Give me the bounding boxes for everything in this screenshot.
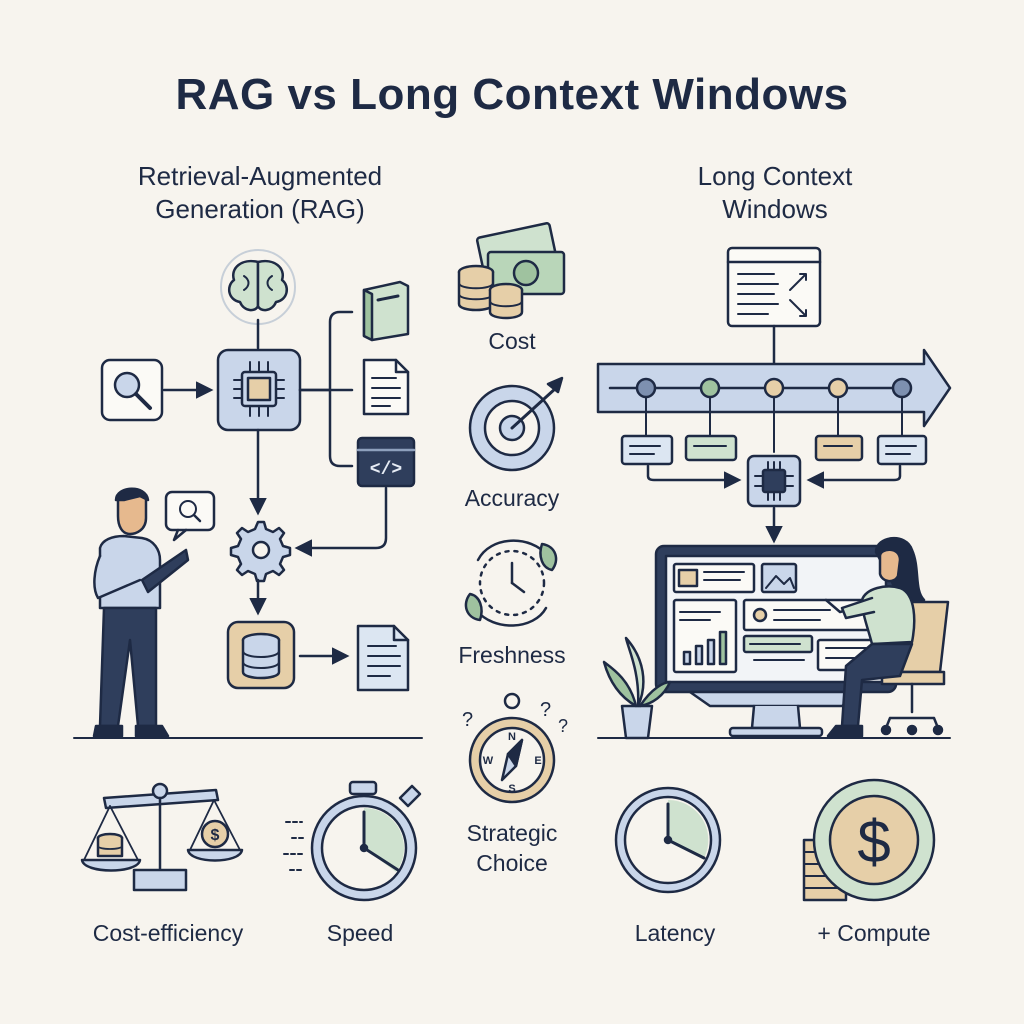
compass-letter-s: S — [508, 783, 515, 795]
person-with-tablet-illustration — [92, 487, 216, 738]
context-chunk — [876, 434, 928, 466]
processor-chip-icon — [746, 454, 802, 508]
timeline-node — [699, 377, 721, 399]
rag-heading: Retrieval-Augmented Generation (RAG) — [137, 161, 383, 224]
result-document-icon — [356, 624, 410, 692]
compute-label: + Compute — [817, 920, 931, 946]
page-title: RAG vs Long Context Windows — [175, 70, 849, 119]
freshness-label: Freshness — [458, 642, 566, 668]
clock-icon — [614, 786, 722, 894]
money-coins-icon — [457, 222, 566, 320]
timeline-node — [763, 377, 785, 399]
speed-label: Speed — [326, 920, 394, 946]
question-mark-decoration: ? — [558, 716, 568, 736]
compass-icon — [468, 692, 556, 804]
context-chunk — [684, 434, 738, 462]
browser-window-icon — [726, 246, 822, 328]
search-icon — [100, 358, 164, 422]
question-mark-decoration: ? — [462, 709, 473, 731]
monitor-illustration — [654, 544, 898, 738]
person-at-desk-illustration — [824, 536, 950, 738]
latency-label: Latency — [634, 920, 716, 946]
gear-icon — [229, 520, 292, 583]
timeline-node — [827, 377, 849, 399]
plant-icon — [602, 636, 672, 740]
timeline-node — [635, 377, 657, 399]
code-window-icon — [356, 436, 416, 488]
strategic-choice-label: Strategic Choice — [466, 820, 558, 876]
refresh-clock-icon — [464, 539, 558, 627]
timeline-node — [891, 377, 913, 399]
compass-letter-n: N — [508, 731, 516, 743]
coin-stack-icon — [802, 778, 936, 902]
accuracy-label: Accuracy — [464, 485, 560, 511]
cost-label: Cost — [488, 328, 536, 354]
dollar-sign: $ — [211, 827, 220, 844]
target-icon — [468, 376, 564, 472]
code-glyph: </> — [370, 460, 402, 480]
document-icon — [362, 358, 410, 416]
cost-efficiency-label: Cost-efficiency — [92, 920, 244, 946]
stopwatch-icon — [283, 780, 422, 902]
dollar-sign: $ — [857, 808, 890, 875]
context-chunk — [814, 434, 864, 462]
context-chunk — [620, 434, 674, 466]
long-context-heading: Long Context Windows — [697, 161, 853, 224]
balance-scale-icon — [80, 782, 244, 892]
question-mark-decoration: ? — [540, 699, 551, 721]
database-icon — [226, 620, 296, 690]
processor-chip-icon — [216, 348, 302, 432]
brain-icon — [220, 249, 296, 325]
compass-letter-e: E — [534, 755, 541, 767]
book-icon — [362, 280, 410, 342]
compass-letter-w: W — [483, 755, 494, 767]
